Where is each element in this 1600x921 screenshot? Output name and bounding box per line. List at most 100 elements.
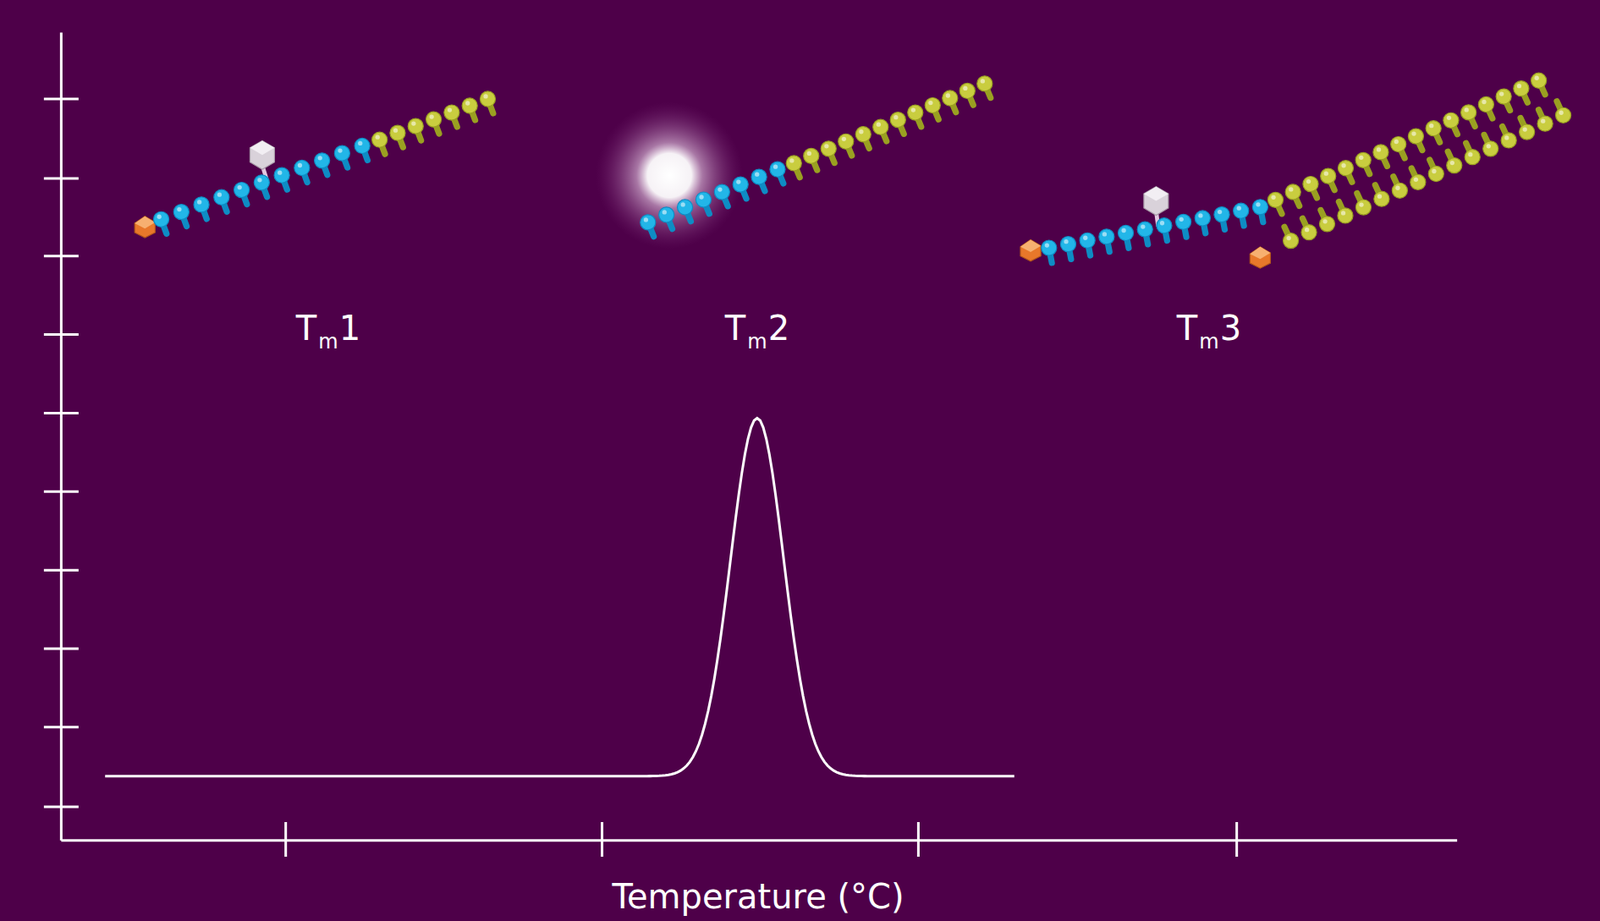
bead-highlight <box>156 214 161 220</box>
bead-highlight <box>1179 217 1184 222</box>
bead-highlight <box>1377 193 1382 198</box>
label-text: T <box>296 311 317 346</box>
quencher-hexagon <box>1143 186 1169 216</box>
bead-highlight <box>277 170 282 176</box>
bead-highlight <box>841 137 847 142</box>
nucleotide-bead <box>1556 107 1572 123</box>
bead-highlight <box>483 93 488 99</box>
bead-highlight <box>1523 126 1528 132</box>
nucleotide-bead <box>1495 88 1512 105</box>
bead-highlight <box>945 93 951 98</box>
bead-highlight <box>411 120 416 126</box>
bead-highlight <box>1304 227 1309 232</box>
bead-highlight <box>824 143 829 149</box>
bead-highlight <box>1358 202 1364 207</box>
nucleotide-bead <box>1446 158 1463 174</box>
y-tick <box>43 333 79 336</box>
bead-highlight <box>217 192 222 198</box>
nucleotide-bead <box>234 182 250 198</box>
label-text: T <box>1176 311 1198 346</box>
axes <box>43 32 1458 858</box>
bead-highlight <box>1083 236 1088 241</box>
nucleotide-bead <box>1283 233 1299 249</box>
bead-highlight <box>876 122 881 127</box>
cube-top <box>134 216 155 229</box>
nucleotide-bead <box>732 176 748 193</box>
nucleotide-bead <box>1391 136 1407 152</box>
subscript-text: m <box>318 331 338 352</box>
nucleotide-bead <box>640 214 656 231</box>
bead-highlight <box>928 100 933 105</box>
nucleotide-bead <box>1537 115 1553 132</box>
nucleotide-bead <box>1531 72 1547 88</box>
nucleotide-bead <box>1214 207 1230 223</box>
hexagon-top <box>249 140 275 155</box>
nucleotide-bead <box>479 91 495 107</box>
nucleotide-bead <box>444 104 460 121</box>
nucleotide-bead <box>461 98 478 114</box>
bead-highlight <box>1376 147 1381 152</box>
nucleotide-bead <box>407 118 424 134</box>
bead-highlight <box>1288 186 1293 192</box>
bead-highlight <box>1102 231 1107 237</box>
bead-highlight <box>1431 169 1436 174</box>
label-text: 1 <box>339 311 361 346</box>
bead-highlight <box>1394 139 1399 144</box>
melt-peak-curve <box>104 417 1015 776</box>
bead-highlight <box>1517 83 1522 88</box>
nucleotide-bead <box>1117 225 1133 241</box>
nucleotide-bead <box>1337 160 1353 176</box>
bead-highlight <box>1464 107 1469 112</box>
nucleotide-bead <box>173 204 189 220</box>
bead-highlight <box>893 115 898 120</box>
nucleotide-bead <box>1428 165 1444 182</box>
bead-highlight <box>681 202 686 207</box>
nucleotide-bead <box>803 148 820 164</box>
nucleotide-bead <box>959 82 975 99</box>
nucleotide-bead <box>1501 132 1517 149</box>
melt-temp-label: Tm3 <box>1176 311 1242 352</box>
quencher-hexagon <box>249 140 275 170</box>
bead-highlight <box>1324 170 1329 176</box>
nucleotide-bead <box>659 207 675 223</box>
bead-highlight <box>337 148 342 153</box>
bead-highlight <box>1450 160 1455 165</box>
nucleotide-bead <box>977 76 993 92</box>
nucleotide-bead <box>193 197 209 213</box>
bead-highlight <box>1504 135 1509 140</box>
nucleotide-bead <box>214 189 230 205</box>
bead-highlight <box>1121 228 1126 233</box>
nucleotide-bead <box>1355 199 1371 215</box>
nucleotide-bead <box>426 111 442 127</box>
bead-highlight <box>1395 186 1400 191</box>
nucleotide-bead <box>890 112 906 128</box>
y-tick <box>43 490 79 494</box>
bead-highlight <box>698 194 704 199</box>
bead-highlight <box>1255 202 1260 207</box>
label-text: 3 <box>1220 311 1242 346</box>
bead-highlight <box>962 86 968 91</box>
nucleotide-bead <box>314 153 330 169</box>
bead-highlight <box>1413 177 1419 182</box>
bead-highlight <box>662 209 667 215</box>
bead-highlight <box>1160 220 1165 226</box>
nucleotide-bead <box>1319 216 1335 232</box>
bead-highlight <box>1341 210 1346 215</box>
nucleotide-bead <box>1194 210 1210 226</box>
nucleotide-bead <box>907 104 924 121</box>
nucleotide-bead <box>820 141 836 157</box>
nucleotide-bead <box>1320 168 1337 184</box>
label-text: 2 <box>768 311 790 346</box>
nucleotide-bead <box>1483 141 1499 157</box>
nucleotide-bead <box>372 131 388 148</box>
bead-highlight <box>1322 219 1327 224</box>
bead-highlight <box>717 186 722 192</box>
bead-highlight <box>736 179 741 184</box>
nucleotide-bead <box>1443 112 1459 128</box>
nucleotide-bead <box>1285 184 1301 200</box>
bead-highlight <box>1429 123 1434 128</box>
label-text: T <box>725 311 746 346</box>
bead-highlight <box>754 171 759 176</box>
bead-highlight <box>1270 195 1276 200</box>
nucleotide-bead <box>354 137 370 154</box>
